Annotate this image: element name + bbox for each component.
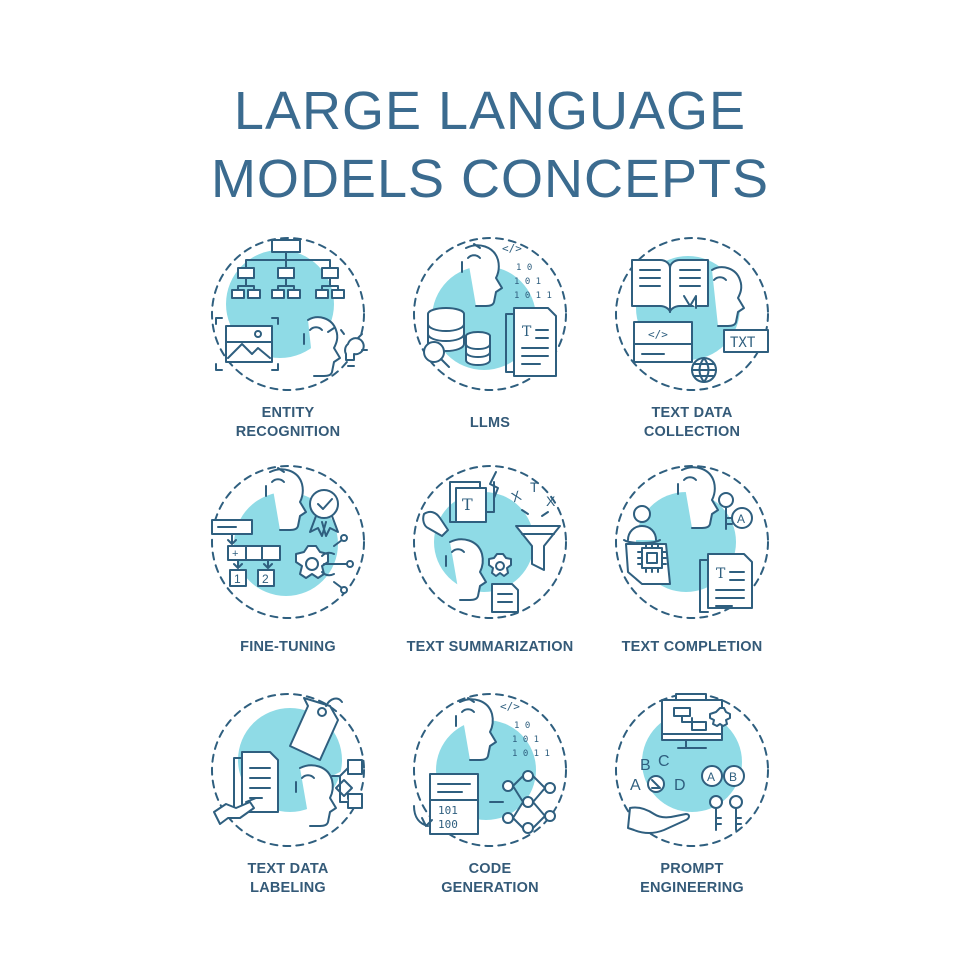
concept-label-line-2: ENGINEERING bbox=[640, 880, 744, 896]
concept-label-line-1: TEXT SUMMARIZATION bbox=[406, 639, 574, 655]
concept-label-line-2: RECOGNITION bbox=[235, 424, 341, 440]
concept-label-line-2: GENERATION bbox=[441, 880, 539, 896]
concept-label-line-1: ENTITY bbox=[261, 405, 315, 421]
svg-text:101: 101 bbox=[438, 804, 458, 817]
text-data-collection-icon: </> TXT bbox=[612, 234, 772, 394]
page-title-line-1: LARGE LANGUAGE bbox=[233, 81, 747, 141]
page-title-line-2: MODELS CONCEPTS bbox=[210, 149, 770, 209]
svg-text:100: 100 bbox=[438, 818, 458, 831]
concept-label-line-1: TEXT COMPLETION bbox=[621, 639, 763, 655]
concept-text-summarization: T X T X TEXT SUMMARIZATION bbox=[395, 462, 585, 702]
svg-text:</>: </> bbox=[648, 328, 668, 341]
concept-prompt-engineering: B C A D A B PROMPT ENGINEERING bbox=[597, 690, 787, 930]
svg-text:</>: </> bbox=[500, 700, 520, 713]
fine-tuning-icon: + 1 2 bbox=[208, 462, 368, 622]
concept-label-line-1: FINE-TUNING bbox=[240, 639, 336, 655]
concept-label: FINE-TUNING bbox=[183, 638, 393, 657]
svg-text:T: T bbox=[530, 479, 539, 495]
concept-label: CODE GENERATION bbox=[385, 860, 595, 898]
svg-text:TXT: TXT bbox=[730, 335, 756, 351]
svg-text:1 0: 1 0 bbox=[514, 721, 530, 731]
concept-label-line-1: TEXT DATA bbox=[247, 861, 329, 877]
concept-label: TEXT COMPLETION bbox=[587, 638, 797, 657]
svg-text:1 0 1 1: 1 0 1 1 bbox=[512, 749, 550, 759]
svg-text:D: D bbox=[674, 777, 686, 794]
concept-label: LLMS bbox=[385, 414, 595, 433]
concept-label-line-1: PROMPT bbox=[660, 861, 724, 877]
svg-text:A: A bbox=[630, 777, 641, 794]
svg-text:X: X bbox=[546, 493, 556, 509]
concept-label-line-1: TEXT DATA bbox=[651, 405, 733, 421]
text-data-labeling-icon bbox=[208, 690, 368, 850]
svg-text:1: 1 bbox=[234, 572, 241, 586]
concept-code-generation: </> 1 0 1 0 1 1 0 1 1 101 100 CODE GENER… bbox=[395, 690, 585, 930]
concept-label-line-1: LLMS bbox=[469, 415, 511, 431]
concept-entity-recognition: ENTITY RECOGNITION bbox=[193, 234, 383, 474]
concept-label: TEXT DATA COLLECTION bbox=[587, 404, 797, 442]
svg-text:1 0 1 1: 1 0 1 1 bbox=[514, 291, 552, 301]
svg-text:1 0: 1 0 bbox=[516, 263, 532, 273]
concept-llms: </> 1 0 1 0 1 1 0 1 1 T LLMS bbox=[395, 234, 585, 474]
svg-text:2: 2 bbox=[262, 572, 269, 586]
concept-label-line-1: CODE bbox=[468, 861, 512, 877]
entity-recognition-icon bbox=[208, 234, 368, 394]
concept-label-line-2: COLLECTION bbox=[643, 424, 741, 440]
text-summarization-icon: T X T X bbox=[410, 462, 570, 622]
llms-icon: </> 1 0 1 0 1 1 0 1 1 T bbox=[410, 234, 570, 394]
svg-text:B: B bbox=[729, 770, 737, 784]
concept-label: ENTITY RECOGNITION bbox=[183, 404, 393, 442]
svg-text:A: A bbox=[737, 512, 745, 526]
concept-text-completion: A T TEXT COMPLETION bbox=[597, 462, 787, 702]
concept-label: TEXT SUMMARIZATION bbox=[385, 638, 595, 657]
concept-label: TEXT DATA LABELING bbox=[183, 860, 393, 898]
svg-text:+: + bbox=[232, 548, 238, 560]
svg-text:A: A bbox=[707, 770, 715, 784]
concept-text-data-labeling: TEXT DATA LABELING bbox=[193, 690, 383, 930]
code-generation-icon: </> 1 0 1 0 1 1 0 1 1 101 100 bbox=[410, 690, 570, 850]
svg-text:T: T bbox=[522, 324, 532, 340]
concept-text-data-collection: </> TXT TEXT DATA COLLECTION bbox=[597, 234, 787, 474]
concept-label-line-2: LABELING bbox=[250, 880, 326, 896]
svg-text:C: C bbox=[658, 753, 670, 770]
concept-fine-tuning: + 1 2 FINE-TUNING bbox=[193, 462, 383, 702]
svg-text:1 0 1: 1 0 1 bbox=[514, 277, 541, 287]
concept-label: PROMPT ENGINEERING bbox=[587, 860, 797, 898]
svg-text:T: T bbox=[462, 495, 473, 514]
svg-text:B: B bbox=[640, 757, 651, 774]
svg-text:1 0 1: 1 0 1 bbox=[512, 735, 539, 745]
prompt-engineering-icon: B C A D A B bbox=[612, 690, 772, 850]
text-completion-icon: A T bbox=[612, 462, 772, 622]
svg-text:</>: </> bbox=[502, 242, 522, 255]
svg-text:T: T bbox=[716, 566, 726, 582]
